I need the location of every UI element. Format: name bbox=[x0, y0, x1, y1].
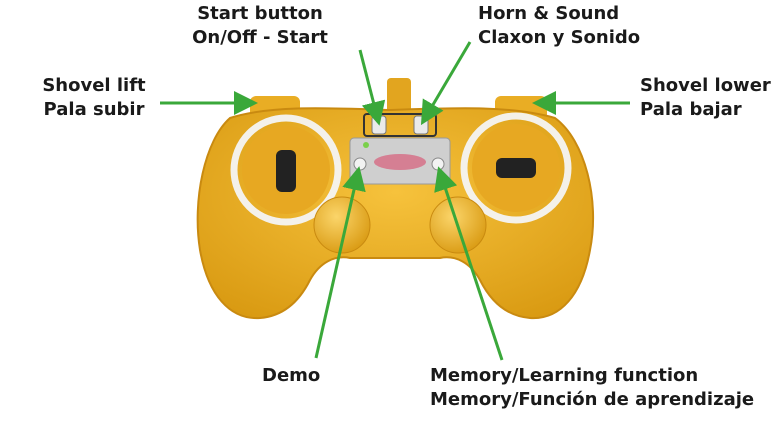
label-shovel-lower-line2: Pala bajar bbox=[640, 99, 742, 120]
left-stick[interactable] bbox=[276, 150, 296, 192]
label-start-line1: Start button bbox=[197, 3, 323, 24]
label-start-button: Start button On/Off - Start bbox=[180, 2, 340, 50]
label-demo: Demo bbox=[262, 364, 320, 388]
label-start-line2: On/Off - Start bbox=[192, 27, 328, 48]
power-led bbox=[363, 142, 369, 148]
arrow-memory bbox=[434, 166, 504, 361]
label-shovel-lower-line1: Shovel lower bbox=[640, 75, 771, 96]
left-thumb-grip[interactable] bbox=[313, 196, 371, 254]
arrow-horn bbox=[420, 41, 472, 126]
right-stick[interactable] bbox=[496, 158, 536, 178]
label-horn-line2: Claxon y Sonido bbox=[478, 27, 641, 48]
arrow-start bbox=[358, 49, 386, 126]
brand-logo bbox=[374, 154, 426, 170]
label-shovel-lift: Shovel lift Pala subir bbox=[34, 74, 154, 122]
demo-button[interactable] bbox=[353, 157, 367, 171]
label-shovel-lower: Shovel lower Pala bajar bbox=[640, 74, 771, 122]
label-memory-line2: Memory/Función de aprendizaje bbox=[430, 389, 755, 410]
label-demo-line1: Demo bbox=[262, 365, 321, 386]
arrow-demo bbox=[314, 166, 366, 359]
left-stick-ring bbox=[230, 114, 342, 226]
label-horn-line1: Horn & Sound bbox=[478, 3, 620, 24]
label-horn-sound: Horn & Sound Claxon y Sonido bbox=[478, 2, 640, 50]
label-shovel-lift-line1: Shovel lift bbox=[42, 75, 146, 96]
right-stick-ring bbox=[460, 112, 572, 224]
label-memory: Memory/Learning function Memory/Función … bbox=[430, 364, 754, 412]
label-memory-line1: Memory/Learning function bbox=[430, 365, 699, 386]
label-shovel-lift-line2: Pala subir bbox=[43, 99, 145, 120]
memory-button[interactable] bbox=[431, 157, 445, 171]
